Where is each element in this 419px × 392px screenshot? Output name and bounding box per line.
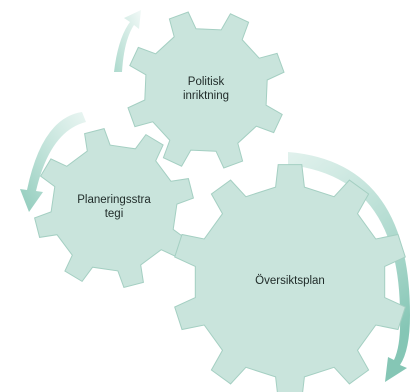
gear-politisk-shape — [127, 11, 285, 169]
gear-oversikt — [174, 164, 406, 392]
gear-politisk — [127, 11, 285, 169]
gear-oversikt-shape — [174, 164, 406, 392]
cycle-arrow-top — [114, 10, 141, 72]
cycle-arrow-right — [288, 152, 410, 382]
gear-label-politisk: Politisk inriktning — [182, 76, 230, 102]
gear-label-oversikt: Översiktsplan — [255, 275, 325, 288]
gear-label-planering: Planeringsstra tegi — [77, 194, 151, 220]
cycle-arrow-left — [20, 112, 86, 212]
